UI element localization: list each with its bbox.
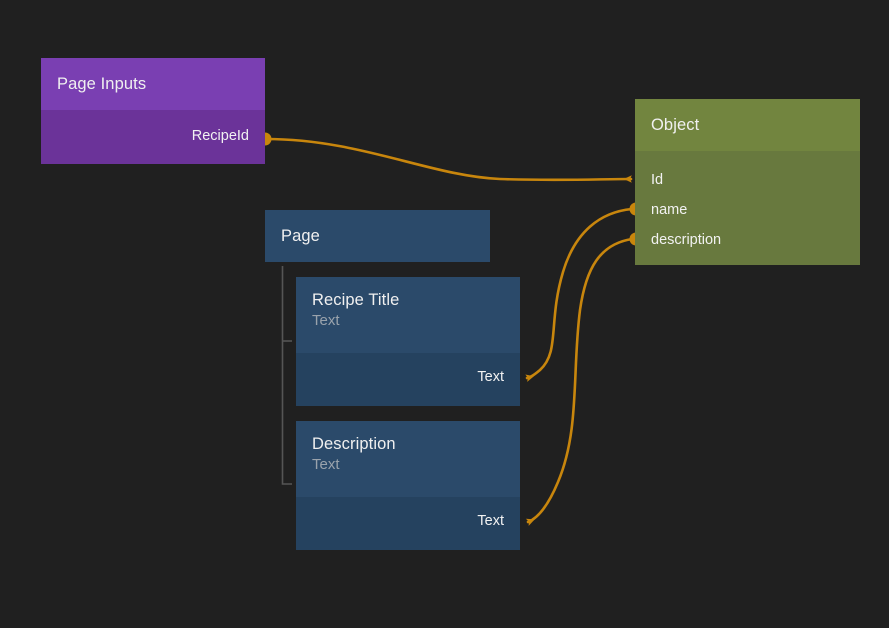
node-description-title: Description bbox=[312, 435, 396, 453]
port-label-recipe-title-text: Text bbox=[477, 368, 504, 385]
port-label-description-text: Text bbox=[477, 512, 504, 529]
edge-recipeid-to-id[interactable] bbox=[264, 137, 633, 183]
node-recipe-title-subtitle: Text bbox=[312, 311, 340, 329]
node-description[interactable]: Description Text Text bbox=[296, 421, 520, 550]
node-page-title: Page bbox=[281, 226, 320, 245]
node-page-inputs-body: RecipeId bbox=[41, 110, 265, 164]
node-recipe-title-body: Text bbox=[296, 353, 520, 406]
port-label-id: Id bbox=[651, 171, 664, 188]
node-page-inputs-header[interactable]: Page Inputs bbox=[41, 58, 265, 110]
node-page-inputs[interactable]: Page Inputs RecipeId bbox=[41, 58, 265, 164]
node-description-body: Text bbox=[296, 497, 520, 550]
node-object-title: Object bbox=[651, 115, 700, 134]
port-row-description[interactable]: description bbox=[635, 225, 860, 255]
node-recipe-title[interactable]: Recipe Title Text Text bbox=[296, 277, 520, 406]
node-description-subtitle: Text bbox=[312, 455, 340, 473]
port-row-recipe-title-text[interactable]: Text bbox=[296, 362, 520, 392]
node-page-header[interactable]: Page bbox=[265, 210, 490, 262]
node-recipe-title-title: Recipe Title bbox=[312, 291, 400, 309]
port-row-description-text[interactable]: Text bbox=[296, 506, 520, 536]
node-object-body: Id name description bbox=[635, 151, 860, 265]
node-page-inputs-title: Page Inputs bbox=[57, 74, 147, 93]
port-label-recipeid: RecipeId bbox=[191, 127, 249, 144]
port-row-name[interactable]: name bbox=[635, 195, 860, 225]
node-recipe-title-header[interactable]: Recipe Title Text bbox=[296, 277, 520, 353]
node-object-header[interactable]: Object bbox=[635, 99, 860, 151]
node-page[interactable]: Page bbox=[265, 210, 490, 262]
port-label-description: description bbox=[651, 231, 722, 248]
node-object[interactable]: Object Id name description bbox=[635, 99, 860, 265]
port-label-name: name bbox=[651, 201, 688, 218]
port-row-recipeid[interactable]: RecipeId bbox=[41, 121, 265, 151]
edge-description-to-description-text[interactable] bbox=[525, 237, 634, 526]
edge-name-to-recipe-title-text[interactable] bbox=[525, 207, 634, 382]
port-row-id[interactable]: Id bbox=[635, 165, 860, 195]
node-description-header[interactable]: Description Text bbox=[296, 421, 520, 497]
